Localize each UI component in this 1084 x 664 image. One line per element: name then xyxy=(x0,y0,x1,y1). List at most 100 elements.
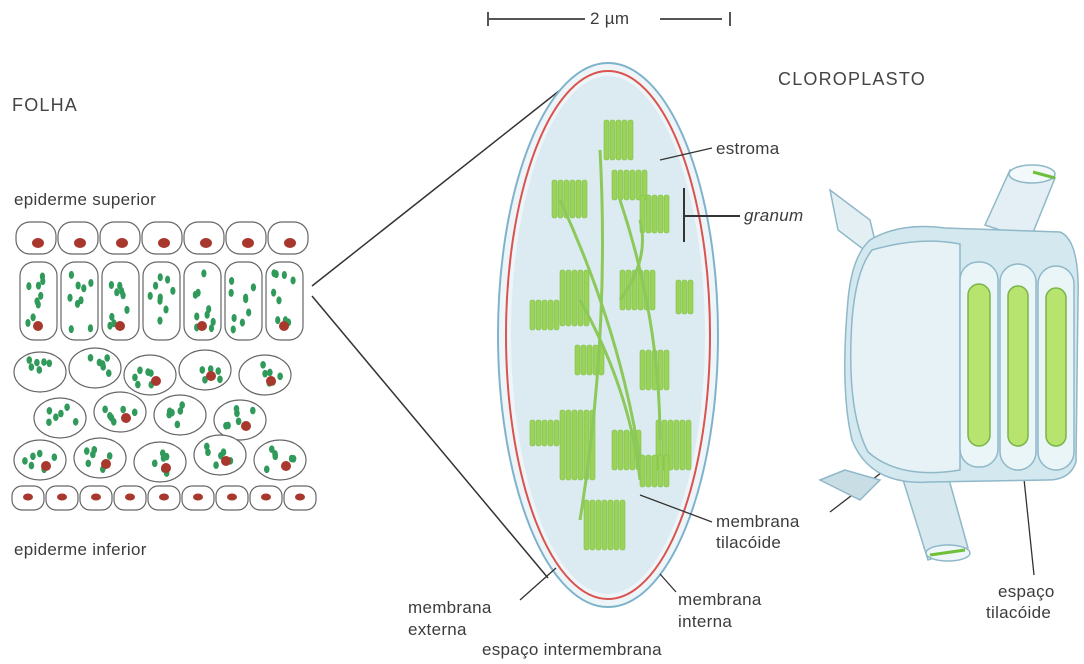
nucleus xyxy=(242,238,254,248)
thylakoid-disc xyxy=(536,300,541,330)
thylakoid-disc xyxy=(620,270,625,310)
chloroplast-dot xyxy=(84,447,90,455)
chloroplast-dot xyxy=(272,453,278,461)
upper-epidermis-label: epiderme superior xyxy=(14,190,156,209)
chloroplast-dot xyxy=(109,281,114,289)
nucleus xyxy=(121,413,131,423)
thylakoid-disc xyxy=(658,455,663,487)
chloroplast-dot xyxy=(46,418,52,426)
thylakoid-disc xyxy=(614,500,619,550)
chloroplast-dot xyxy=(275,316,280,324)
chloroplast-dot xyxy=(137,366,143,374)
thylakoid-space-label-2: tilacóide xyxy=(986,603,1051,622)
spongy-cell xyxy=(154,395,206,435)
chloroplast-dot xyxy=(102,406,108,414)
intermembrane-space-label: espaço intermembrana xyxy=(482,640,662,659)
thylakoid-disc xyxy=(542,300,547,330)
chloroplast-dot xyxy=(175,421,181,429)
nucleus xyxy=(227,494,237,501)
chloroplast-dot xyxy=(264,466,270,474)
chloroplast-dot xyxy=(88,354,94,362)
chloroplast-dot xyxy=(153,282,158,290)
thylakoid-disc xyxy=(604,120,609,160)
chloroplast-dot xyxy=(29,462,35,470)
chloroplast-dot xyxy=(76,281,81,289)
thylakoid-disc xyxy=(536,420,541,446)
thylakoid-disc xyxy=(581,345,586,375)
chloroplast-dot xyxy=(40,277,45,285)
thylakoid-disc xyxy=(554,300,559,330)
spongy-cell xyxy=(34,398,86,438)
chloroplast-dot xyxy=(75,300,80,308)
chloroplast-dot xyxy=(290,276,295,284)
upper-epidermis-cell xyxy=(58,222,98,254)
chloroplast-dot xyxy=(120,406,126,414)
chloroplast-dot xyxy=(22,457,28,465)
chloroplast-dot xyxy=(104,354,110,362)
chloroplast-dot xyxy=(204,443,210,451)
nucleus xyxy=(151,376,161,386)
nucleus xyxy=(101,459,111,469)
thylakoid-disc xyxy=(587,345,592,375)
chloroplast-dot xyxy=(236,417,242,425)
granum-stack xyxy=(640,455,669,487)
nucleus xyxy=(261,494,271,501)
nucleus xyxy=(91,494,101,501)
leaf-cross-section xyxy=(12,222,316,510)
thylakoid-disc xyxy=(640,350,645,390)
chloroplast-dot xyxy=(37,450,43,458)
chloroplast-dot xyxy=(178,407,184,415)
chloroplast-dot xyxy=(88,324,93,332)
nucleus xyxy=(74,238,86,248)
thylakoid-disc xyxy=(674,420,679,470)
leaf-title: FOLHA xyxy=(12,96,78,115)
thylakoid-disc xyxy=(618,430,623,470)
nucleus xyxy=(33,321,43,331)
nucleus xyxy=(57,494,67,501)
thylakoid-disc xyxy=(624,170,629,200)
nucleus xyxy=(281,461,291,471)
chloroplast-dot xyxy=(38,292,43,300)
inner-membrane-label-1: membrana xyxy=(678,590,762,609)
outer-membrane-label-1: membrana xyxy=(408,598,492,617)
thylakoid-disc xyxy=(582,180,587,218)
thylakoid-disc xyxy=(596,500,601,550)
chloroplast-dot xyxy=(117,282,122,290)
thylakoid-disc xyxy=(554,420,559,446)
chloroplast-dot xyxy=(276,296,281,304)
thylakoid-disc xyxy=(650,270,655,310)
chloroplast-dot xyxy=(232,314,237,322)
thylakoid-disc xyxy=(688,280,693,314)
nucleus xyxy=(200,238,212,248)
chloroplast-dot xyxy=(243,295,248,303)
chloroplast-dot xyxy=(194,312,199,320)
thylakoid-disc xyxy=(612,170,617,200)
chloroplast-dot xyxy=(124,306,129,314)
spongy-cell xyxy=(134,442,186,482)
lower-epidermis-label: epiderme inferior xyxy=(14,540,147,559)
thylakoid-disc xyxy=(664,350,669,390)
chloroplast-dot xyxy=(26,282,31,290)
upper-epidermis-cell xyxy=(142,222,182,254)
chloroplast-dot xyxy=(47,407,53,415)
thylakoid-disc xyxy=(530,300,535,330)
chloroplast-dot xyxy=(29,363,35,371)
chloroplast-dot xyxy=(148,369,154,377)
chloroplast-dot xyxy=(240,319,245,327)
thylakoid-disc xyxy=(616,120,621,160)
granum-stack xyxy=(530,300,559,330)
thylakoid-disc xyxy=(548,300,553,330)
chloroplast-dot xyxy=(67,294,72,302)
chloroplast-dot xyxy=(217,375,223,383)
thylakoid-disc xyxy=(558,180,563,218)
chloroplast-dot xyxy=(26,356,32,364)
thylakoid-disc xyxy=(548,420,553,446)
outer-membrane-label-2: externa xyxy=(408,620,467,639)
thylakoid-disc xyxy=(542,420,547,446)
chloroplast-dot xyxy=(88,279,93,287)
chloroplast-dot xyxy=(81,284,86,292)
nucleus xyxy=(158,238,170,248)
chloroplast-dot xyxy=(46,359,52,367)
